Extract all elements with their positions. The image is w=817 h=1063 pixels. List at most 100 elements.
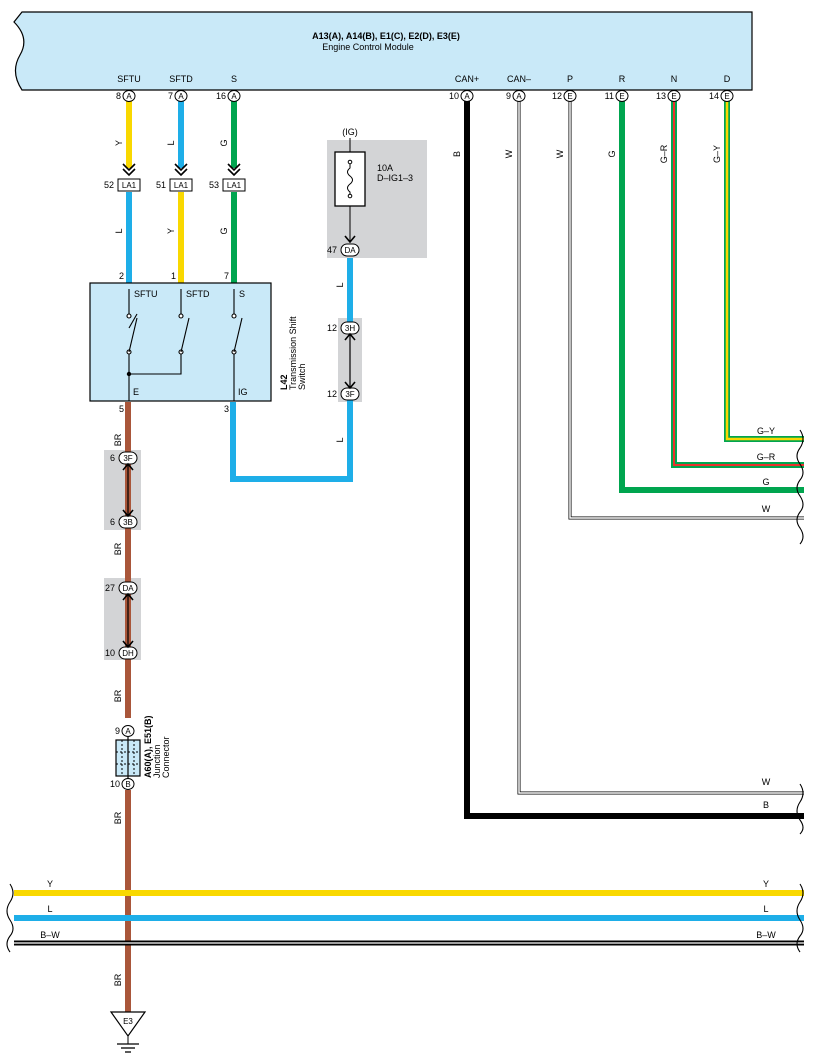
svg-text:8: 8 — [116, 91, 121, 101]
svg-text:DH: DH — [122, 649, 134, 658]
ecm-subtitle: Engine Control Module — [322, 42, 414, 52]
svg-text:W: W — [762, 777, 771, 787]
svg-text:Y: Y — [47, 879, 53, 889]
svg-text:5: 5 — [119, 404, 124, 414]
bus-wires — [14, 890, 804, 946]
svg-text:BR: BR — [113, 689, 123, 702]
svg-text:IG: IG — [238, 387, 248, 397]
ecm-pin-label: SFTU — [117, 74, 141, 84]
svg-text:6: 6 — [110, 453, 115, 463]
transmission-shift-switch: 2 1 7 SFTU SFTD S E IG 5 3 L42 — [89, 271, 307, 414]
svg-text:Y: Y — [763, 879, 769, 889]
svg-text:3H: 3H — [345, 324, 355, 333]
svg-text:G: G — [219, 139, 229, 146]
svg-text:B: B — [763, 800, 769, 810]
svg-text:G–R: G–R — [659, 144, 669, 163]
oval-connectors: DA 47 3H 12 3F 12 3F 6 3B 6 DA 27 DH 10 — [105, 243, 360, 660]
svg-text:BR: BR — [113, 433, 123, 446]
svg-text:A: A — [126, 92, 132, 101]
svg-text:Connector: Connector — [161, 736, 171, 778]
svg-text:B–W: B–W — [756, 930, 776, 940]
svg-text:L42: L42 — [279, 374, 289, 390]
svg-text:10A: 10A — [377, 163, 393, 173]
svg-text:47: 47 — [327, 245, 337, 255]
svg-text:DA: DA — [122, 584, 134, 593]
svg-text:12: 12 — [327, 323, 337, 333]
wires-upper-left — [126, 100, 237, 283]
svg-text:A: A — [516, 92, 522, 101]
svg-text:E: E — [133, 387, 139, 397]
svg-text:G: G — [607, 150, 617, 157]
svg-text:16: 16 — [216, 91, 226, 101]
svg-text:A: A — [464, 92, 470, 101]
svg-text:14: 14 — [709, 91, 719, 101]
ecm-pin-label: R — [619, 74, 626, 84]
svg-text:51: 51 — [156, 180, 166, 190]
svg-text:52: 52 — [104, 180, 114, 190]
svg-text:10: 10 — [449, 91, 459, 101]
svg-text:A: A — [125, 727, 131, 736]
ecm-pin-label: D — [724, 74, 731, 84]
svg-text:A: A — [231, 92, 237, 101]
svg-text:9: 9 — [115, 726, 120, 736]
svg-text:G–R: G–R — [757, 452, 776, 462]
la1-connectors: LA1 52 LA1 51 LA1 53 — [104, 178, 246, 192]
svg-text:Transmission Shift: Transmission Shift — [288, 316, 298, 390]
ecm-pin-label: S — [231, 74, 237, 84]
chevron-marks — [122, 163, 241, 177]
svg-text:3F: 3F — [123, 454, 132, 463]
wire-labels-horizontal: G–Y G–R G W W B Y Y L L B–W B–W — [40, 426, 776, 940]
ecm-pin-label: CAN+ — [455, 74, 479, 84]
svg-text:B: B — [125, 780, 130, 789]
svg-text:L: L — [47, 904, 52, 914]
svg-text:7: 7 — [168, 91, 173, 101]
svg-text:E: E — [567, 92, 572, 101]
svg-text:B–W: B–W — [40, 930, 60, 940]
wires-right — [464, 100, 804, 819]
svg-text:W: W — [555, 149, 565, 158]
svg-text:3B: 3B — [123, 518, 133, 527]
svg-text:D–IG1–3: D–IG1–3 — [377, 173, 413, 183]
svg-text:12: 12 — [552, 91, 562, 101]
break-marks — [6, 429, 804, 953]
svg-text:11: 11 — [605, 91, 614, 101]
svg-text:BR: BR — [113, 542, 123, 555]
svg-text:LA1: LA1 — [174, 181, 189, 190]
svg-text:53: 53 — [209, 180, 219, 190]
svg-text:12: 12 — [327, 389, 337, 399]
ecm-pin-label: P — [567, 74, 573, 84]
svg-text:E: E — [671, 92, 676, 101]
ig-wire — [230, 258, 353, 482]
svg-text:S: S — [239, 289, 245, 299]
svg-text:2: 2 — [119, 271, 124, 281]
ground-e3: E3 — [109, 1011, 147, 1053]
svg-text:E3: E3 — [123, 1017, 133, 1026]
svg-text:Switch: Switch — [297, 363, 307, 390]
svg-text:SFTD: SFTD — [186, 289, 210, 299]
ecm-pin-label: CAN– — [507, 74, 531, 84]
svg-text:LA1: LA1 — [227, 181, 242, 190]
ecm-title: A13(A), A14(B), E1(C), E2(D), E3(E) — [312, 31, 460, 41]
svg-text:SFTU: SFTU — [134, 289, 158, 299]
svg-text:LA1: LA1 — [122, 181, 137, 190]
svg-text:G: G — [762, 477, 769, 487]
svg-text:Y: Y — [166, 228, 176, 234]
junction-connector: 9 A 10 B A60(A), E51(B) Junction Connect… — [110, 715, 171, 790]
svg-text:G–Y: G–Y — [757, 426, 775, 436]
svg-text:3: 3 — [224, 404, 229, 414]
svg-text:A: A — [178, 92, 184, 101]
svg-text:BR: BR — [113, 973, 123, 986]
svg-text:BR: BR — [113, 811, 123, 824]
svg-text:27: 27 — [105, 583, 115, 593]
svg-text:(IG): (IG) — [342, 127, 358, 137]
svg-text:1: 1 — [171, 271, 176, 281]
svg-text:10: 10 — [105, 648, 115, 658]
ecm-pins: 8 A 7 A 16 A 10 A 9 A 12 E 11 E 13 E 14 … — [116, 90, 734, 102]
svg-text:G: G — [219, 227, 229, 234]
svg-text:L: L — [114, 228, 124, 233]
svg-text:A60(A), E51(B): A60(A), E51(B) — [143, 715, 153, 778]
svg-text:10: 10 — [110, 779, 120, 789]
ecm-pin-label: SFTD — [169, 74, 193, 84]
svg-text:G–Y: G–Y — [712, 145, 722, 163]
